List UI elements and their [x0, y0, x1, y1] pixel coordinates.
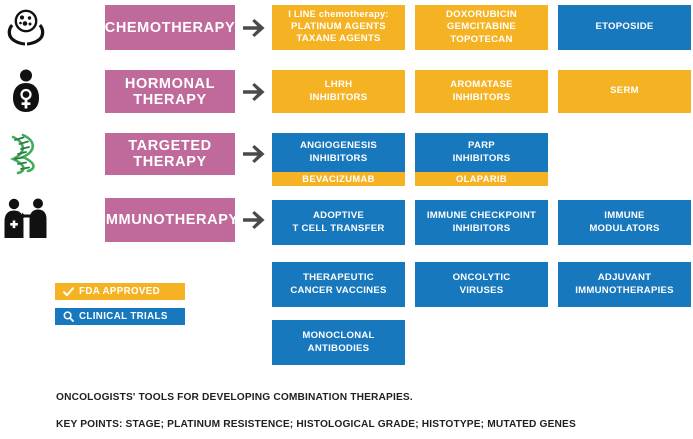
treatment-box[interactable]: ONCOLYTIC VIRUSES — [415, 262, 548, 307]
treatment-box[interactable]: ADOPTIVE T CELL TRANSFER — [272, 200, 405, 245]
treatment-line: ANTIBODIES — [307, 342, 370, 354]
category-hormonal-therapy[interactable]: HORMONAL THERAPY — [105, 70, 235, 113]
category-chemotherapy[interactable]: CHEMOTHERAPY — [105, 5, 235, 50]
right-arrow-icon — [239, 5, 269, 50]
drug-name-badge: BEVACIZUMAB — [272, 172, 405, 186]
treatment-box[interactable]: LHRH INHIBITORS — [272, 70, 405, 113]
treatment-line: TOPOTECAN — [450, 33, 513, 45]
treatment-line: THERAPEUTIC — [303, 272, 374, 284]
treatment-line: ETOPOSIDE — [595, 21, 654, 33]
legend-label: FDA APPROVED — [79, 286, 161, 297]
treatment-head: PARP INHIBITORS — [415, 133, 548, 172]
treatment-line: INHIBITORS — [452, 91, 511, 103]
category-label: TARGETED THERAPY — [128, 138, 212, 170]
treatment-line: PARP — [468, 140, 495, 152]
treatment-box[interactable]: I LINE chemotherapy: PLATINUM AGENTS TAX… — [272, 5, 405, 50]
treatment-line: IMMUNE — [604, 210, 645, 222]
footer-line-1: ONCOLOGISTS' TOOLS FOR DEVELOPING COMBIN… — [56, 392, 413, 403]
legend-fda-approved[interactable]: FDA APPROVED — [55, 283, 185, 300]
treatment-line: MONOCLONAL — [302, 330, 375, 342]
category-label: IMMUNOTHERAPY — [101, 212, 239, 228]
treatment-line: ONCOLYTIC — [452, 272, 511, 284]
treatment-line: ADOPTIVE — [312, 210, 365, 222]
treatment-box-split[interactable]: PARP INHIBITORS OLAPARIB — [415, 133, 548, 186]
legend-clinical-trials[interactable]: CLINICAL TRIALS — [55, 308, 185, 325]
treatment-line: CANCER VACCINES — [290, 284, 387, 296]
right-arrow-icon — [239, 70, 269, 113]
drug-name-badge: OLAPARIB — [415, 172, 548, 186]
treatment-box[interactable]: DOXORUBICIN GEMCITABINE TOPOTECAN — [415, 5, 548, 50]
doctor-patient-icon — [2, 196, 50, 242]
treatment-box[interactable]: AROMATASE INHIBITORS — [415, 70, 548, 113]
treatment-line: INHIBITORS — [309, 91, 368, 103]
treatment-line: IMMUNOTHERAPIES — [575, 284, 674, 296]
treatment-box[interactable]: THERAPEUTIC CANCER VACCINES — [272, 262, 405, 307]
treatment-line: DOXORUBICIN — [446, 9, 517, 21]
treatment-line: LHRH — [324, 79, 353, 91]
treatment-line: ANGIOGENESIS — [299, 140, 378, 152]
right-arrow-icon — [239, 133, 269, 175]
legend-label: CLINICAL TRIALS — [79, 311, 168, 322]
treatment-line: INHIBITORS — [309, 152, 368, 164]
treatment-line: TAXANE AGENTS — [296, 33, 381, 45]
treatment-line: IMMUNE CHECKPOINT — [426, 210, 537, 222]
cell-in-hands-icon — [2, 6, 50, 50]
treatment-box[interactable]: ETOPOSIDE — [558, 5, 691, 50]
treatment-line: SERM — [610, 85, 639, 97]
treatment-line: VIRUSES — [459, 284, 504, 296]
search-icon — [63, 311, 74, 322]
treatment-box[interactable]: IMMUNE CHECKPOINT INHIBITORS — [415, 200, 548, 245]
treatment-line: INHIBITORS — [452, 152, 511, 164]
treatment-line: AROMATASE — [450, 79, 513, 91]
treatment-line: MODULATORS — [589, 222, 660, 234]
check-icon — [63, 286, 74, 297]
female-patient-icon — [2, 68, 50, 114]
treatment-box[interactable]: IMMUNE MODULATORS — [558, 200, 691, 245]
category-label: CHEMOTHERAPY — [104, 19, 236, 36]
treatment-line: GEMCITABINE — [446, 21, 517, 33]
category-immunotherapy[interactable]: IMMUNOTHERAPY — [101, 198, 238, 242]
right-arrow-icon — [239, 198, 269, 242]
treatment-line: T CELL TRANSFER — [292, 222, 385, 234]
footer-line-2: KEY POINTS: STAGE; PLATINUM RESISTENCE; … — [56, 419, 576, 430]
treatment-box[interactable]: SERM — [558, 70, 691, 113]
treatment-box-split[interactable]: ANGIOGENESIS INHIBITORS BEVACIZUMAB — [272, 133, 405, 186]
treatment-line: PLATINUM AGENTS — [291, 21, 386, 33]
category-targeted-therapy[interactable]: TARGETED THERAPY — [105, 133, 235, 175]
treatment-line: I LINE chemotherapy: — [288, 9, 389, 20]
treatment-line: ADJUVANT — [597, 272, 652, 284]
treatment-box[interactable]: MONOCLONAL ANTIBODIES — [272, 320, 405, 365]
treatment-line: INHIBITORS — [452, 222, 511, 234]
category-label: HORMONAL THERAPY — [124, 75, 216, 108]
dna-helix-icon — [2, 131, 50, 177]
treatment-box[interactable]: ADJUVANT IMMUNOTHERAPIES — [558, 262, 691, 307]
treatment-head: ANGIOGENESIS INHIBITORS — [272, 133, 405, 172]
